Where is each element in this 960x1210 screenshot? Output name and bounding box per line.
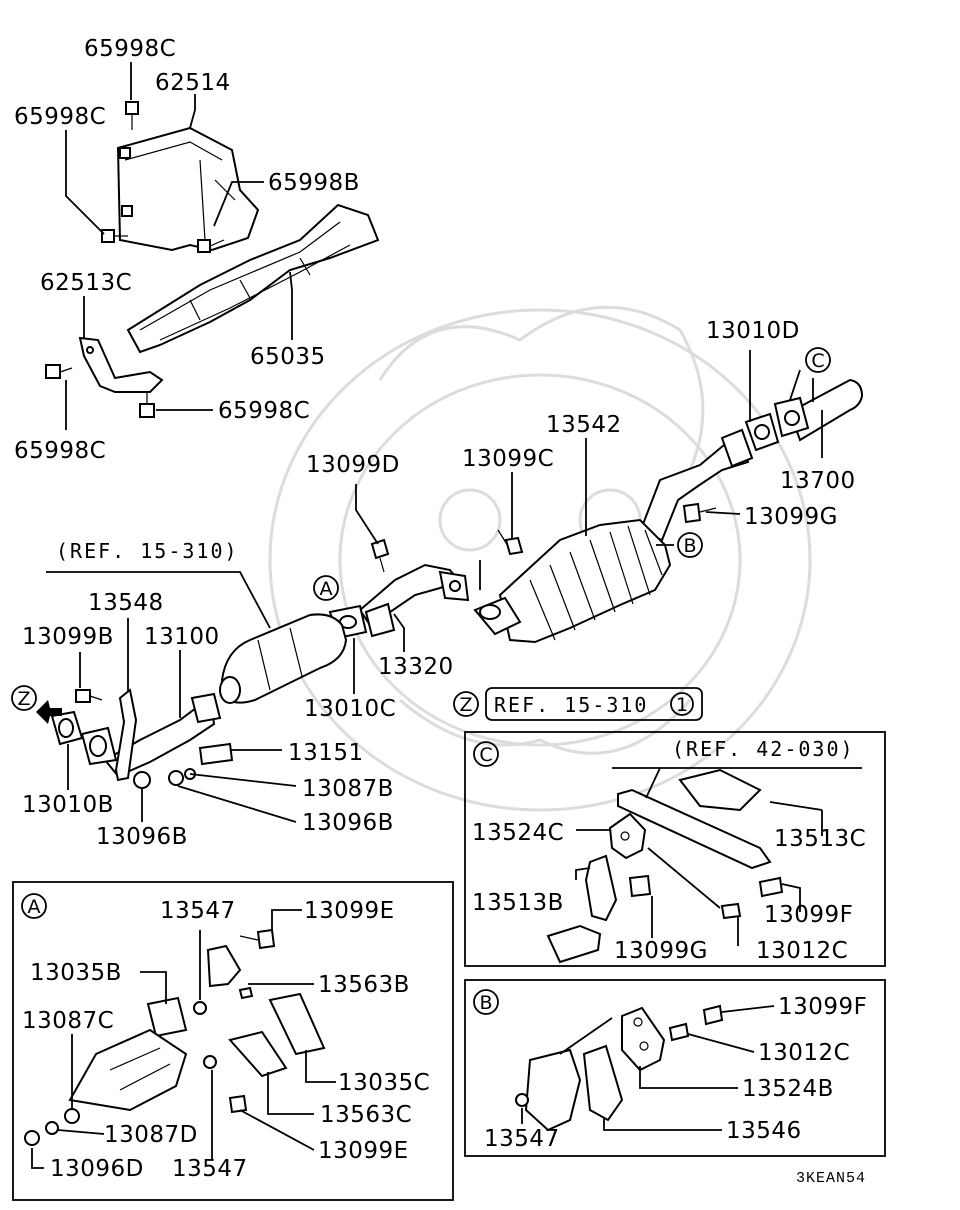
label-13099D: 13099D — [306, 452, 400, 478]
svg-text:1: 1 — [676, 694, 688, 716]
watermark-emblem — [268, 305, 812, 812]
label-65998C-a: 65998C — [84, 36, 176, 62]
label-13035C: 13035C — [338, 1070, 430, 1096]
leaders-main — [46, 350, 823, 823]
label-13542: 13542 — [546, 412, 622, 438]
bolts-top — [45, 101, 225, 418]
marker-b-box: B — [473, 989, 499, 1015]
label-13010D: 13010D — [706, 318, 800, 344]
box-b-leaders — [521, 1005, 775, 1131]
label-13099F-c: 13099F — [764, 902, 853, 928]
box-c-parts — [546, 768, 784, 964]
label-13563C: 13563C — [320, 1102, 412, 1128]
marker-c-box: C — [473, 741, 499, 767]
label-65998B: 65998B — [268, 170, 360, 196]
label-13547-b: 13547 — [172, 1156, 248, 1182]
label-13099G-c: 13099G — [614, 938, 708, 964]
bracket-13548 — [114, 688, 138, 782]
catalytic-converter — [219, 613, 348, 704]
label-13524B: 13524B — [742, 1076, 834, 1102]
svg-text:C: C — [479, 744, 492, 766]
label-13099E-a: 13099E — [304, 898, 395, 924]
label-65998C-b: 65998C — [14, 104, 106, 130]
label-13099E-b: 13099E — [318, 1138, 409, 1164]
label-13547-box-b: 13547 — [484, 1126, 560, 1152]
marker-b-main: B — [677, 532, 703, 558]
detail-box-b — [464, 979, 886, 1157]
diagram-code: 3KEAN54 — [796, 1170, 866, 1187]
label-13099C: 13099C — [462, 446, 554, 472]
marker-z-ref: Z — [453, 691, 479, 717]
tail-pipe-13700 — [773, 378, 864, 442]
z-reference-box: REF. 15-310 1 — [485, 687, 703, 721]
leaders-top — [65, 62, 293, 430]
marker-a-box: A — [21, 893, 47, 919]
label-13035B: 13035B — [30, 960, 122, 986]
label-13010C: 13010C — [304, 696, 396, 722]
detail-box-c — [464, 731, 886, 967]
label-13320: 13320 — [378, 654, 454, 680]
label-13547-a: 13547 — [160, 898, 236, 924]
detail-box-a — [12, 881, 454, 1201]
svg-text:C: C — [811, 350, 824, 372]
muffler-13542 — [473, 518, 672, 644]
label-13700: 13700 — [780, 468, 856, 494]
marker-z-left: Z — [11, 685, 37, 711]
label-13151: 13151 — [288, 740, 364, 766]
label-13513B: 13513B — [472, 890, 564, 916]
label-13087D: 13087D — [104, 1122, 198, 1148]
label-13513C: 13513C — [774, 826, 866, 852]
label-ref-15-310: (REF. 15-310) — [56, 539, 239, 563]
box-b-parts — [515, 1004, 724, 1132]
label-65998C-c: 65998C — [218, 398, 310, 424]
label-13563B: 13563B — [318, 972, 410, 998]
label-13099B: 13099B — [22, 624, 114, 650]
box-a-parts — [24, 928, 326, 1146]
svg-text:Z: Z — [459, 694, 472, 716]
svg-text:REF. 15-310: REF. 15-310 — [494, 693, 648, 717]
label-13012C-c: 13012C — [756, 938, 848, 964]
heat-shield-62514 — [116, 126, 260, 252]
label-13546: 13546 — [726, 1118, 802, 1144]
svg-text:B: B — [683, 535, 696, 557]
center-pipe — [638, 428, 754, 542]
label-ref-42-030: (REF. 42-030) — [672, 737, 855, 761]
label-13099F-b: 13099F — [778, 994, 867, 1020]
gasket-13010D — [744, 412, 780, 452]
svg-text:Z: Z — [17, 688, 30, 710]
label-13099G-a: 13099G — [744, 504, 838, 530]
box-a-leaders — [31, 909, 336, 1169]
label-65998C-d: 65998C — [14, 438, 106, 464]
label-13096B-b: 13096B — [302, 810, 394, 836]
marker-a-main: A — [313, 575, 339, 601]
marker-c-main: C — [805, 347, 831, 373]
label-13087B: 13087B — [302, 776, 394, 802]
gasket-13010B — [50, 710, 84, 746]
label-13087C: 13087C — [22, 1008, 114, 1034]
front-pipe-13100 — [80, 692, 222, 778]
heat-shield-65035 — [126, 203, 380, 354]
svg-text:B: B — [479, 992, 492, 1014]
label-13548: 13548 — [88, 590, 164, 616]
svg-text:A: A — [320, 578, 333, 600]
arrow-z — [36, 700, 62, 724]
label-13524C: 13524C — [472, 820, 564, 846]
label-13100: 13100 — [144, 624, 220, 650]
box-c-leaders — [575, 767, 862, 946]
svg-text:A: A — [28, 896, 41, 918]
label-13012C-b: 13012C — [758, 1040, 850, 1066]
label-13010B: 13010B — [22, 792, 114, 818]
label-62514: 62514 — [155, 70, 231, 96]
bracket-62513C — [78, 336, 164, 393]
label-13096D: 13096D — [50, 1156, 144, 1182]
small-parts-main — [75, 502, 717, 789]
label-13096B-a: 13096B — [96, 824, 188, 850]
label-62513C: 62513C — [40, 270, 132, 296]
label-65035: 65035 — [250, 344, 326, 370]
